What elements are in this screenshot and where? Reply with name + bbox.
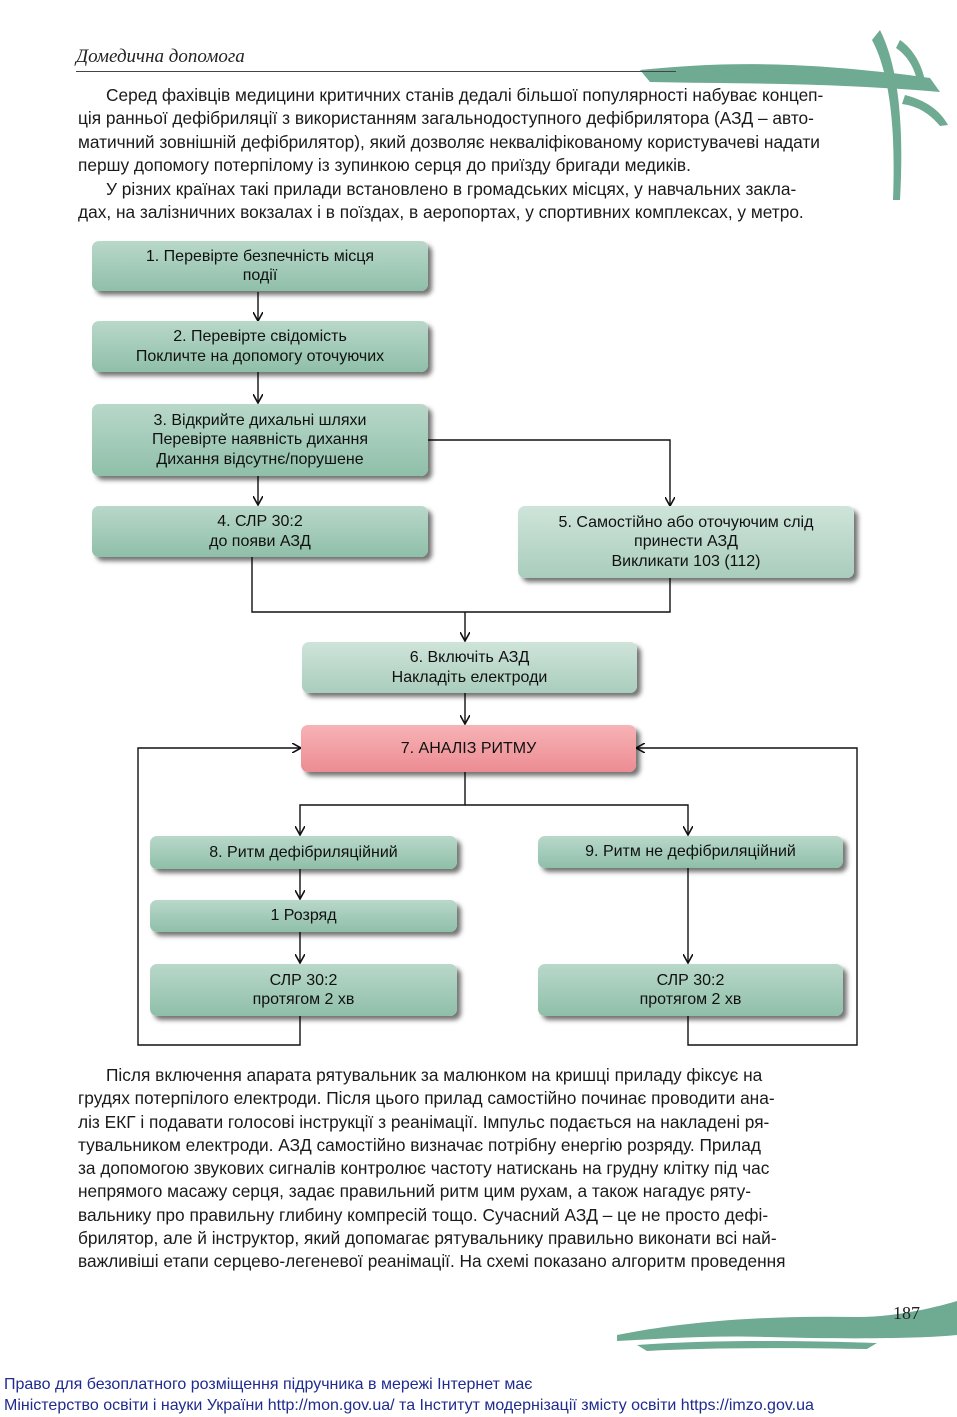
box-text: протягом 2 хв: [252, 991, 355, 1008]
box-text: події: [242, 267, 278, 284]
box-text: Дихання відсутнє/порушене: [156, 450, 364, 468]
box-text: 8. Ритм дефібриляційний: [209, 843, 398, 861]
decor-top-right: [640, 30, 948, 200]
box-text: до появи АЗД: [209, 532, 311, 550]
flowchart-connectors: [137, 292, 858, 1046]
text-line: важливіші етапи серцево-легеневої реанім…: [78, 1251, 786, 1272]
running-header: Домедична допомога: [76, 46, 245, 67]
step-cpr-until-aed: 4. СЛР 30:2 до появи АЗД: [92, 506, 428, 557]
step-cpr-2min-left: СЛР 30:2 протягом 2 хв: [150, 964, 457, 1016]
text-line: тувальником електроди. АЗД самостійно ви…: [78, 1134, 761, 1155]
text-line: за допомогою звукових сигналів контролює…: [78, 1158, 770, 1179]
text-line: грудях потерпілого електроди. Після цьог…: [78, 1088, 775, 1109]
box-text: 1 Розряд: [270, 907, 337, 925]
box-text: протягом 2 хв: [639, 991, 742, 1008]
footer-license-line: Право для безоплатного розміщення підруч…: [4, 1376, 533, 1393]
step-check-safety: 1. Перевірте безпечність місця події: [92, 241, 428, 291]
step-non-shockable-rhythm: 9. Ритм не дефібриляційний: [538, 836, 843, 868]
page-number: 187: [893, 1303, 920, 1323]
header-rule: [76, 71, 676, 72]
footer-ministry-line: Міністерство освіти і науки України http…: [4, 1397, 814, 1414]
box-text: Викликати 103 (112): [611, 552, 761, 570]
step-check-consciousness: 2. Перевірте свідомість Покличте на допо…: [92, 321, 428, 372]
intro-paragraph: Серед фахівців медицини критичних станів…: [78, 84, 875, 177]
box-text: 1. Перевірте безпечність місця: [145, 247, 375, 265]
box-text: СЛР 30:2: [656, 971, 725, 989]
box-text: Покличте на допомогу оточуючих: [135, 347, 385, 365]
box-text: Накладіть електроди: [391, 668, 548, 686]
text-line: матичний зовнішній дефібрилятор), який д…: [78, 131, 820, 152]
box-text: 5. Самостійно або оточуючим слід: [558, 513, 814, 531]
box-text: 7. АНАЛІЗ РИТМУ: [400, 739, 537, 757]
box-text: 6. Включіть АЗД: [409, 649, 530, 666]
box-text: СЛР 30:2: [269, 971, 338, 989]
decor-bottom-right: [617, 1301, 957, 1351]
text-line: дах, на залізничних вокзалах і в поїздах…: [78, 202, 804, 223]
box-text: 9. Ритм не дефібриляційний: [585, 843, 796, 861]
text-line: брилятор, але й інструктор, який допомаг…: [78, 1228, 777, 1249]
box-text: Перевірте наявність дихання: [151, 431, 368, 449]
text-line: Серед фахівців медицини критичних станів…: [106, 85, 824, 105]
box-text: принести АЗД: [634, 533, 738, 551]
step-bring-aed: 5. Самостійно або оточуючим слід принест…: [518, 506, 854, 578]
after-paragraph: Після включення апарата рятувальник за м…: [78, 1064, 875, 1274]
step-one-shock: 1 Розряд: [150, 900, 457, 932]
text-line: непрямого масажу серця, задає правильний…: [78, 1181, 752, 1202]
box-text: 4. СЛР 30:2: [217, 513, 303, 530]
text-line: У різних країнах такі прилади встановлен…: [106, 179, 797, 199]
box-text: 3. Відкрийте дихальні шляхи: [153, 411, 367, 429]
step-cpr-2min-right: СЛР 30:2 протягом 2 хв: [538, 964, 843, 1016]
box-text: 2. Перевірте свідомість: [173, 328, 347, 345]
text-line: Після включення апарата рятувальник за м…: [106, 1065, 763, 1085]
step-shockable-rhythm: 8. Ритм дефібриляційний: [150, 836, 457, 869]
text-line: вальнику про правильну глибину компресій…: [78, 1204, 769, 1225]
step-turn-on-aed: 6. Включіть АЗД Накладіть електроди: [302, 642, 637, 693]
step-rhythm-analysis: 7. АНАЛІЗ РИТМУ: [301, 725, 636, 772]
text-line: ліз ЕКГ і подавати голосові інструкції з…: [78, 1111, 770, 1132]
places-paragraph: У різних країнах такі прилади встановлен…: [78, 178, 875, 225]
text-line: ція ранньої дефібриляції з використанням…: [78, 108, 814, 129]
step-open-airway: 3. Відкрийте дихальні шляхи Перевірте на…: [92, 404, 428, 476]
text-line: першу допомогу потерпілому із зупинкою с…: [78, 154, 691, 175]
